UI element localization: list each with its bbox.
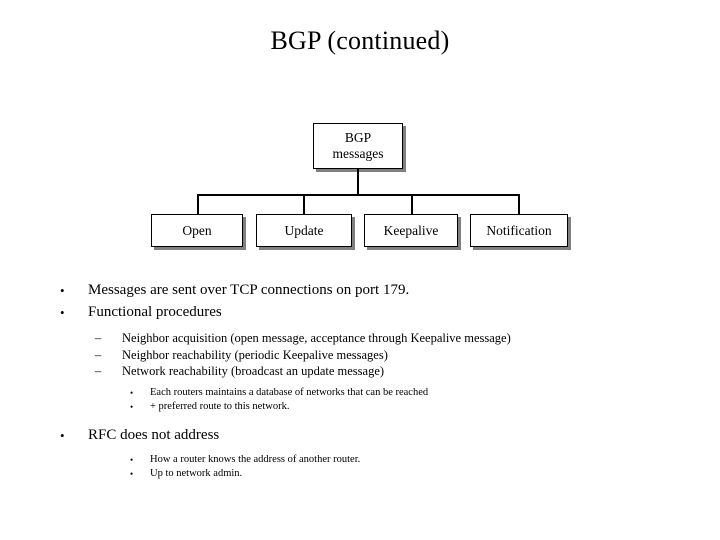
diagram-node-notification: Notification <box>470 214 568 247</box>
bullet-marker-level1: • <box>60 283 65 298</box>
bullet-marker-level2: – <box>95 347 102 362</box>
bullet-neighbor-acquisition-text: Neighbor acquisition (open message, acce… <box>122 331 511 345</box>
bullet-router-database: • Each routers maintains a database of n… <box>40 386 700 401</box>
spacer <box>40 415 700 425</box>
bullet-marker-level3: • <box>130 469 134 479</box>
bullet-functional-procedures-text: Functional procedures <box>88 304 222 320</box>
diagram-node-open: Open <box>151 214 243 247</box>
bullet-network-reachability: – Network reachability (broadcast an upd… <box>40 363 700 380</box>
diagram-node-root-line1: BGP <box>344 130 372 146</box>
bullet-preferred-route-text: + preferred route to this network. <box>150 401 290 412</box>
bullet-network-admin: • Up to network admin. <box>40 467 700 482</box>
diagram-node-update: Update <box>256 214 352 247</box>
connector-horizontal-bar <box>197 194 519 196</box>
bullet-router-database-text: Each routers maintains a database of net… <box>150 386 429 398</box>
bgp-messages-diagram: BGP messages Open Update Keepalive Notif… <box>151 123 568 247</box>
bullet-preferred-route: • + preferred route to this network. <box>40 400 700 415</box>
connector-drop-notification <box>518 194 520 214</box>
diagram-node-open-label: Open <box>182 222 212 238</box>
bullet-network-reachability-text: Network reachability (broadcast an updat… <box>122 364 385 378</box>
bullet-network-admin-text: Up to network admin. <box>150 468 243 479</box>
connector-drop-keepalive <box>411 194 413 214</box>
bullet-marker-level2: – <box>95 331 102 345</box>
diagram-node-keepalive-label: Keepalive <box>383 222 439 238</box>
bullet-messages-tcp-text: Messages are sent over TCP connections o… <box>88 282 410 298</box>
bullet-rfc-does-not-address-text: RFC does not address <box>88 426 220 443</box>
bullet-rfc-does-not-address: • RFC does not address <box>40 425 700 446</box>
bullet-messages-tcp: • Messages are sent over TCP connections… <box>40 280 700 301</box>
diagram-node-root-line2: messages <box>332 146 384 161</box>
bullet-functional-procedures: • Functional procedures <box>40 302 700 323</box>
connector-drop-update <box>303 194 305 214</box>
diagram-node-update-label: Update <box>284 222 324 238</box>
bullet-marker-level3: • <box>130 454 134 465</box>
bullet-neighbor-reachability: – Neighbor reachability (periodic Keepal… <box>40 347 700 364</box>
diagram-node-keepalive: Keepalive <box>364 214 458 247</box>
page-title: BGP (continued) <box>270 26 450 55</box>
bullet-router-address-knowledge-text: How a router knows the address of anothe… <box>150 453 361 465</box>
bullet-neighbor-reachability-text: Neighbor reachability (periodic Keepaliv… <box>122 347 388 362</box>
bullet-marker-level3: • <box>130 402 134 412</box>
diagram-node-root: BGP messages <box>313 123 403 169</box>
bullet-router-address-knowledge: • How a router knows the address of anot… <box>40 453 700 468</box>
connector-root-stem <box>357 169 359 195</box>
bullet-marker-level2: – <box>95 364 102 378</box>
connector-drop-open <box>197 194 199 214</box>
slide-body: • Messages are sent over TCP connections… <box>40 280 700 482</box>
diagram-node-notification-label: Notification <box>486 222 552 238</box>
bullet-marker-level3: • <box>130 387 134 398</box>
bullet-neighbor-acquisition: – Neighbor acquisition (open message, ac… <box>40 330 700 347</box>
bullet-marker-level1: • <box>60 427 65 443</box>
bullet-marker-level1: • <box>60 305 65 320</box>
